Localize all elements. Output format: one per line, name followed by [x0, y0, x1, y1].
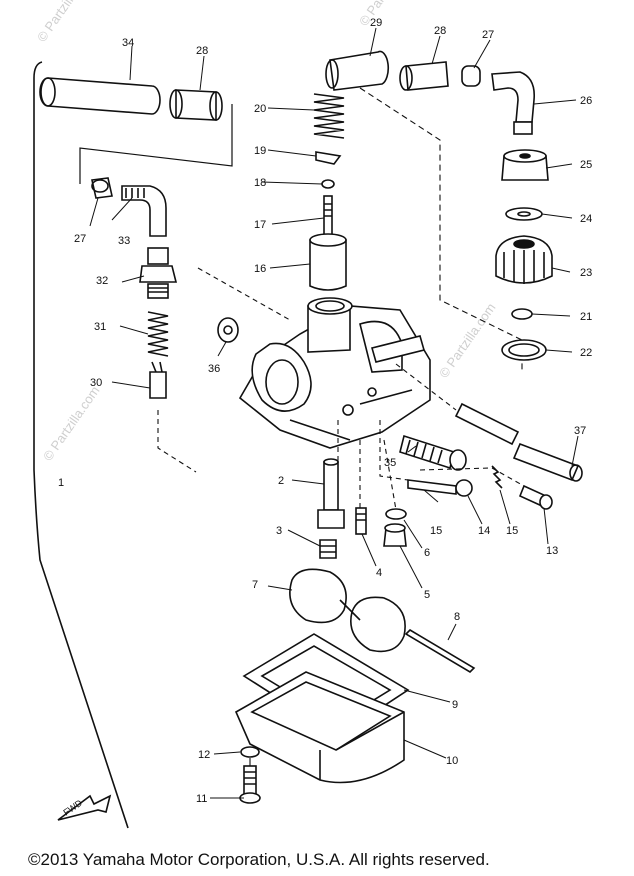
callout-2: 2: [278, 475, 284, 487]
part-22-ring: [501, 339, 547, 361]
callout-31: 31: [94, 321, 106, 333]
part-27-cap-left: [91, 177, 113, 199]
callout-5: 5: [424, 589, 430, 601]
callout-19: 19: [254, 145, 266, 157]
part-16-slide: [309, 233, 347, 291]
part-4-pilot-jet: [355, 507, 367, 535]
part-18-washer: [321, 179, 335, 189]
callout-25: 25: [580, 159, 592, 171]
part-21-washer: [511, 308, 533, 320]
part-24-washer: [505, 207, 543, 221]
part-37-tube: [454, 402, 583, 482]
callout-18: 18: [254, 177, 266, 189]
part-27-cap-right: [461, 65, 481, 87]
callout-15-left: 15: [430, 525, 442, 537]
callout-23: 23: [580, 267, 592, 279]
part-11-screw: [239, 765, 261, 804]
callout-4: 4: [376, 567, 382, 579]
callout-37: 37: [574, 425, 586, 437]
part-28-sleeve-right: [399, 61, 449, 91]
part-32-fitting: [139, 247, 178, 299]
copyright-notice: ©2013 Yamaha Motor Corporation, U.S.A. A…: [28, 850, 490, 869]
part-26-elbow: [491, 71, 536, 135]
callout-35: 35: [384, 457, 396, 469]
callout-28-left: 28: [196, 45, 208, 57]
part-10-float-bowl: [234, 671, 405, 784]
part-29-cap: [325, 50, 390, 91]
assembly-bracket: [33, 61, 129, 829]
callout-10: 10: [446, 755, 458, 767]
callout-3: 3: [276, 525, 282, 537]
callout-30: 30: [90, 377, 102, 389]
callout-27-left: 27: [74, 233, 86, 245]
part-7-float: [289, 568, 406, 653]
part-23-nut: [495, 235, 553, 284]
callout-22: 22: [580, 347, 592, 359]
callout-32: 32: [96, 275, 108, 287]
part-28-sleeve-left: [169, 89, 223, 121]
callout-15-right: 15: [506, 525, 518, 537]
callout-8: 8: [454, 611, 460, 623]
callout-17: 17: [254, 219, 266, 231]
callout-33: 33: [118, 235, 130, 247]
part-31-spring: [147, 311, 169, 357]
part-2-needle-jet: [317, 458, 345, 529]
part-30-valve: [149, 361, 167, 399]
callout-36: 36: [208, 363, 220, 375]
part-14-screw: [407, 479, 473, 497]
part-34-tube: [39, 77, 161, 115]
callout-14: 14: [478, 525, 490, 537]
callout-28-right: 28: [434, 25, 446, 37]
callout-16: 16: [254, 263, 266, 275]
callout-11: 11: [196, 793, 207, 805]
callout-13: 13: [546, 545, 558, 557]
callout-6: 6: [424, 547, 430, 559]
callout-26: 26: [580, 95, 592, 107]
part-8-pin: [404, 628, 476, 674]
callout-leaders: [89, 27, 579, 799]
carburetor-body: [238, 297, 431, 449]
callout-1: 1: [58, 477, 64, 489]
part-35-screw: [399, 434, 467, 471]
callout-27-right: 27: [482, 29, 494, 41]
part-20-spring: [313, 93, 345, 139]
part-36-nut: [217, 317, 239, 343]
part-19-clip: [315, 151, 342, 165]
part-12-washer: [240, 746, 260, 758]
callout-21: 21: [580, 311, 592, 323]
part-25-cap: [501, 149, 549, 181]
part-5-plug: [383, 523, 407, 547]
callout-24: 24: [580, 213, 592, 225]
callout-29: 29: [370, 17, 382, 29]
callout-9: 9: [452, 699, 458, 711]
part-33-elbow: [121, 185, 167, 237]
part-13-screw: [518, 484, 553, 510]
part-6-washer: [385, 508, 407, 520]
callout-34: 34: [122, 37, 134, 49]
callout-7: 7: [252, 579, 258, 591]
part-3-main-jet: [319, 539, 337, 559]
part-15-spring-right: [491, 465, 503, 489]
fwd-arrow-icon: [57, 794, 112, 821]
callout-12: 12: [198, 749, 210, 761]
callout-20: 20: [254, 103, 266, 115]
part-17-needle: [323, 195, 333, 239]
